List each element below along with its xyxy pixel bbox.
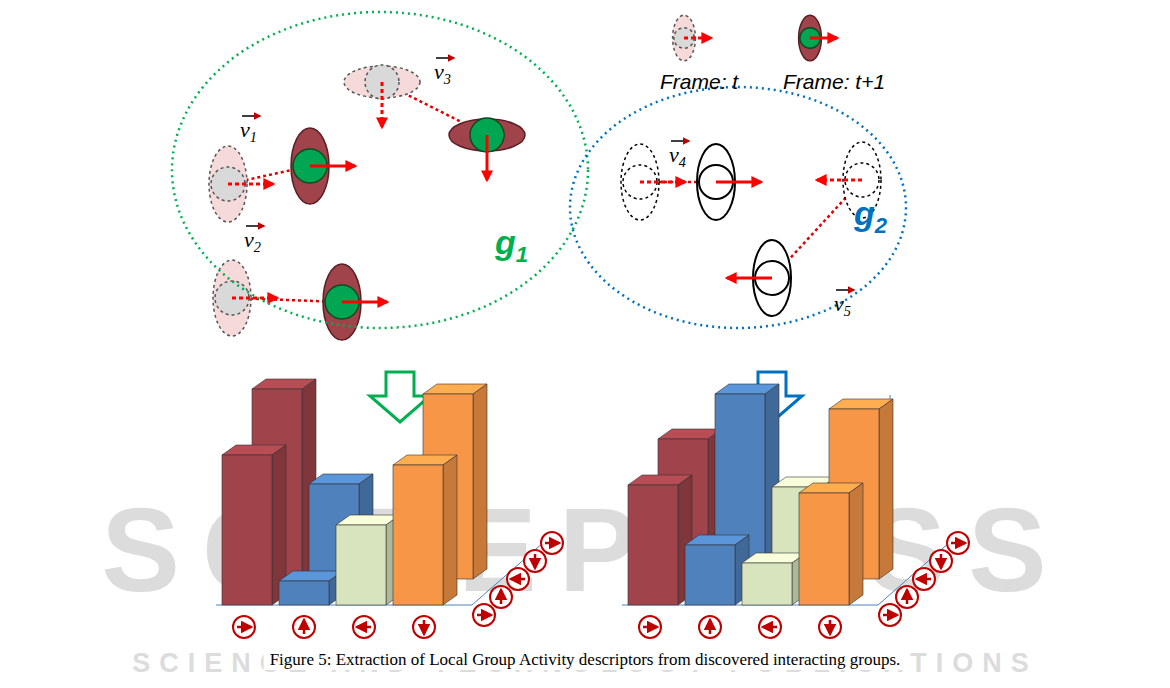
direction-symbol <box>819 616 841 638</box>
person-glyph <box>213 260 277 336</box>
person-glyph <box>291 128 355 204</box>
group-region: g2 <box>568 85 908 330</box>
direction-symbol <box>930 550 952 572</box>
group-outline <box>170 10 590 330</box>
person-glyph <box>697 144 761 220</box>
histogram-bar <box>685 535 749 605</box>
person-glyph <box>323 264 387 340</box>
velocity-label: v4 <box>669 143 686 171</box>
frame-label: Frame: t+1 <box>783 70 885 93</box>
direction-symbol <box>490 586 512 608</box>
person-glyph <box>673 15 711 61</box>
vector-accent <box>242 115 260 117</box>
person-glyph <box>209 146 273 222</box>
direction-symbol <box>413 616 435 638</box>
direction-symbol <box>233 616 255 638</box>
velocity-label: v5 <box>834 292 851 320</box>
vector-accent <box>436 57 454 59</box>
person-glyph <box>449 118 525 180</box>
direction-symbol <box>639 616 661 638</box>
direction-symbol <box>293 616 315 638</box>
group-label: g1 <box>495 224 528 267</box>
person-glyph <box>799 15 837 61</box>
direction-symbol <box>473 604 495 626</box>
direction-symbol <box>353 616 375 638</box>
histogram-bar <box>799 483 863 605</box>
vector-accent <box>246 225 264 227</box>
person-glyph <box>727 240 791 316</box>
direction-symbol <box>759 616 781 638</box>
histogram-bar <box>628 475 692 605</box>
flow-arrow <box>370 372 430 422</box>
direction-symbol <box>879 604 901 626</box>
person-glyph <box>344 65 420 127</box>
vector-accent <box>671 140 689 142</box>
velocity-label: v3 <box>434 60 451 88</box>
velocity-label: v1 <box>240 118 257 146</box>
direction-symbol <box>699 616 721 638</box>
histogram-bar <box>393 455 457 605</box>
direction-symbol <box>913 568 935 590</box>
group-region: g1 <box>170 10 590 330</box>
histogram-bar <box>279 571 343 605</box>
histogram-bar <box>742 553 806 605</box>
direction-symbol <box>947 532 969 554</box>
direction-symbol <box>507 568 529 590</box>
velocity-label: v2 <box>244 228 261 256</box>
frame-label: Frame: t <box>660 70 738 93</box>
vector-accent <box>836 289 854 291</box>
histogram-bar <box>222 445 286 605</box>
histogram-bar <box>336 515 400 605</box>
direction-symbol <box>541 532 563 554</box>
figure-caption: Figure 5: Extraction of Local Group Acti… <box>264 650 907 670</box>
group-label: g2 <box>854 195 887 238</box>
direction-symbol <box>896 586 918 608</box>
direction-symbol <box>524 550 546 572</box>
